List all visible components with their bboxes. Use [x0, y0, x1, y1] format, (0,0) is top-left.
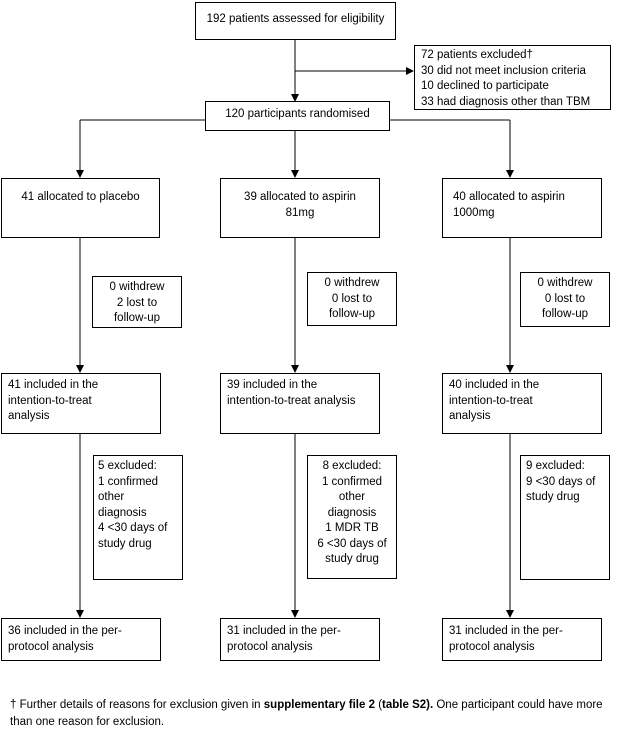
- box-text-line: study drug: [526, 491, 580, 503]
- box-text-line: 72 patients excluded†: [421, 49, 533, 61]
- pp-excluded-placebo-box: 5 excluded: 1 confirmed other diagnosis 4 <3…: [93, 455, 183, 580]
- randomised-box: 120 participants randomised: [205, 101, 390, 131]
- box-text-line: 0 lost to: [544, 292, 586, 305]
- box-text-line: 120 participants randomised: [225, 108, 370, 120]
- box-text-line: follow-up: [328, 308, 376, 320]
- box-text-line: 31 included in the per-: [227, 625, 341, 637]
- box-text-line: 9 excluded:: [526, 460, 585, 472]
- box-text-line: intention-to-treat: [8, 394, 92, 407]
- box-text-line: protocol analysis: [8, 640, 94, 653]
- box-text-line: intention-to-treat analysis: [227, 394, 356, 407]
- allocated-aspirin81-box: 39 allocated to aspirin 81mg: [220, 178, 380, 238]
- box-text-line: 0 withdrew: [324, 277, 380, 289]
- box-text-line: 0 withdrew: [109, 281, 165, 293]
- box-text-line: other: [338, 491, 366, 503]
- box-text-line: 33 had diagnosis other than TBM: [421, 95, 591, 108]
- box-text-line: 39 allocated to aspirin: [244, 191, 356, 203]
- box-text-line: 4 <30 days of: [98, 522, 168, 534]
- box-text-line: analysis: [449, 410, 491, 422]
- pp-aspirin1000-box: 31 included in the per-protocol analysis: [442, 618, 602, 661]
- box-text-line: 5 excluded:: [98, 460, 157, 472]
- box-text-line: diagnosis: [327, 506, 377, 519]
- box-text-line: 0 withdrew: [537, 277, 593, 289]
- box-text-line: 1 confirmed: [98, 475, 159, 488]
- footnote-table-ref: table S2).: [382, 699, 434, 711]
- assessed-box: 192 patients assessed for eligibility: [195, 2, 396, 40]
- box-text-line: analysis: [8, 410, 50, 422]
- box-text-line: 6 <30 days of: [317, 537, 387, 550]
- box-text-line: other: [98, 491, 125, 503]
- box-text-line: 10 declined to participate: [421, 80, 549, 92]
- allocated-placebo-box: 41 allocated to placebo: [1, 178, 160, 238]
- box-text-line: study drug: [325, 553, 379, 565]
- box-text-line: 30 did not meet inclusion criteria: [421, 64, 586, 77]
- pp-placebo-box: 36 included in the per-protocol analysis: [1, 618, 161, 661]
- footnote-text-1: † Further details of reasons for exclusi…: [10, 699, 264, 711]
- box-text-line: intention-to-treat: [449, 394, 533, 407]
- box-text-line: protocol analysis: [227, 640, 313, 653]
- pp-excluded-aspirin81-box: 8 excluded: 1 confirmed other diagnosis 1 MD…: [307, 455, 397, 579]
- box-text-line: protocol analysis: [449, 640, 535, 653]
- footnote: † Further details of reasons for exclusi…: [10, 697, 610, 731]
- box-text-line: 40 included in the: [449, 379, 540, 391]
- footnote-text-2: (: [375, 699, 383, 711]
- footnote-supplementary-link: supplementary file 2: [263, 699, 375, 711]
- box-text-line: 81mg: [285, 206, 315, 219]
- box-text-line: diagnosis: [98, 506, 147, 519]
- box-text-line: 41 allocated to placebo: [21, 191, 140, 203]
- box-text-line: 2 lost to: [116, 296, 158, 309]
- itt-placebo-box: 41 included in the intention-to-treat anal…: [1, 373, 161, 434]
- box-text-line: 0 lost to: [331, 292, 373, 305]
- box-text-line: 36 included in the per-: [8, 625, 122, 637]
- box-text-line: 40 allocated to aspirin: [453, 191, 565, 203]
- box-text-line: 8 excluded:: [322, 460, 382, 472]
- itt-aspirin81-box: 39 included in the intention-to-treat ana…: [220, 373, 380, 434]
- pp-aspirin81-box: 31 included in the per-protocol analysis: [220, 618, 380, 661]
- withdrew-aspirin1000-box: 0 withdrew 0 lost to follow-up: [520, 272, 610, 327]
- box-text-line: follow-up: [541, 308, 589, 320]
- allocated-aspirin1000-box: 40 allocated to aspirin 1000mg: [442, 178, 602, 238]
- box-text-line: 1 confirmed: [321, 475, 383, 488]
- box-text-line: 31 included in the per-: [449, 625, 563, 637]
- itt-aspirin1000-box: 40 included in the intention-to-treat anal…: [442, 373, 602, 434]
- box-text-line: 41 included in the: [8, 379, 99, 391]
- box-text-line: 9 <30 days of: [526, 475, 596, 488]
- pp-excluded-aspirin1000-box: 9 excluded: 9 <30 days of study drug: [520, 455, 610, 580]
- excluded-box: 72 patients excluded† 30 did not meet inc…: [414, 45, 611, 110]
- footnote-text-3: One participant could have more than one…: [10, 699, 603, 728]
- box-text-line: 39 included in the: [227, 379, 318, 391]
- box-text-line: follow-up: [113, 312, 161, 324]
- box-text-line: 1 MDR TB: [325, 522, 379, 534]
- withdrew-aspirin81-box: 0 withdrew 0 lost to follow-up: [307, 272, 397, 326]
- box-text-line: 1000mg: [453, 206, 495, 219]
- withdrew-placebo-box: 0 withdrew 2 lost to follow-up: [92, 276, 182, 328]
- box-text-line: study drug: [98, 537, 152, 550]
- box-text-line: 192 patients assessed for eligibility: [206, 13, 385, 25]
